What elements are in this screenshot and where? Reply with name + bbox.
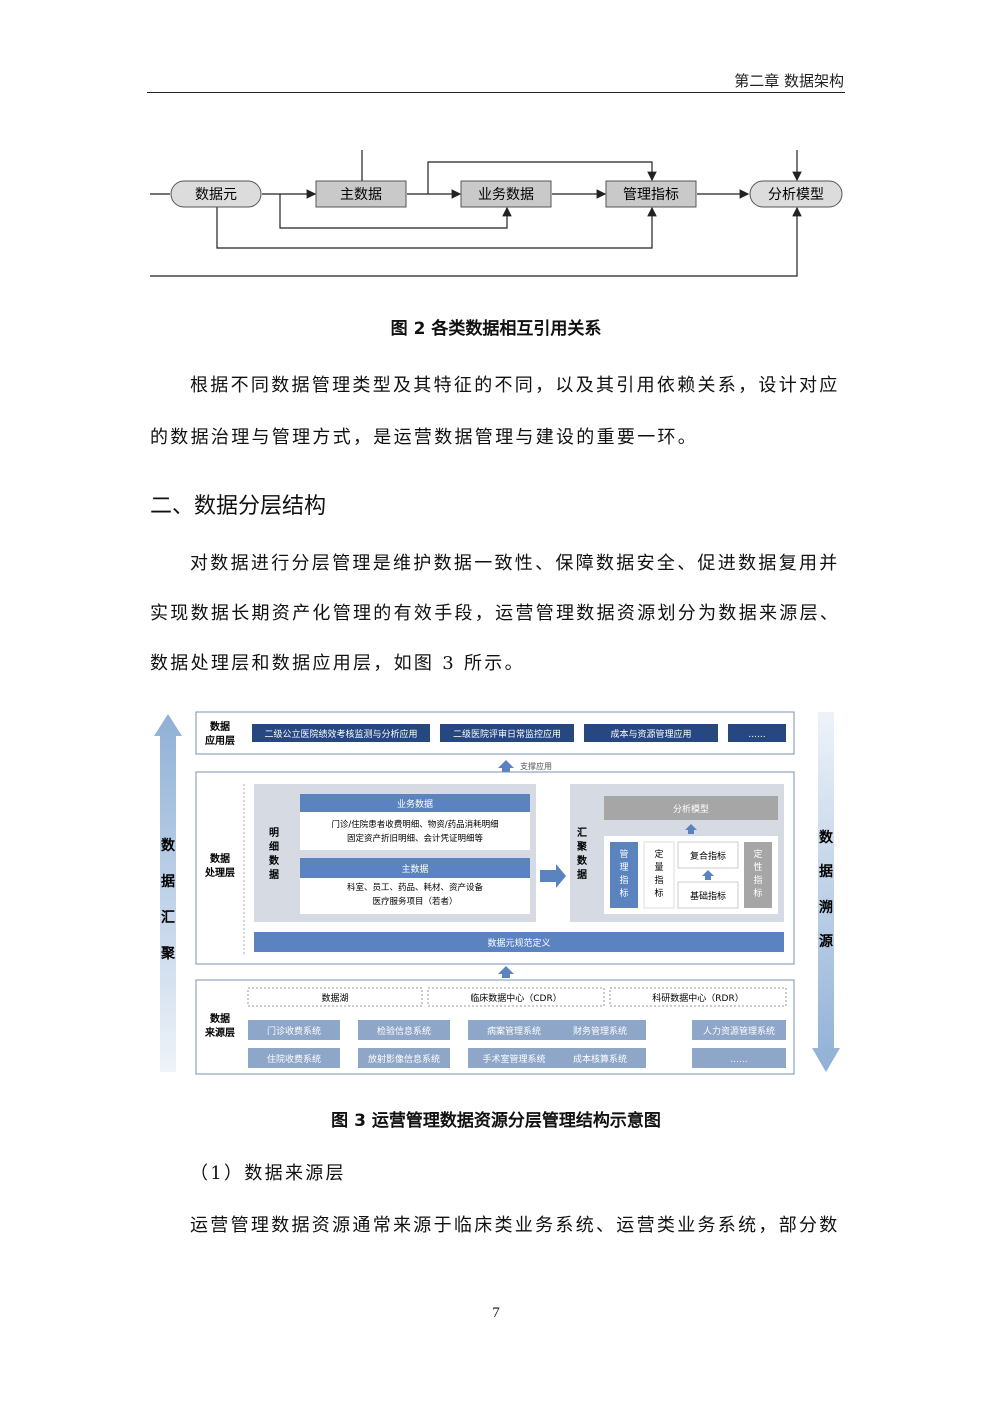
mgmt-2: 理 — [619, 862, 628, 873]
summary-label-2: 聚 — [576, 841, 588, 853]
subheading-source-layer: （1）数据来源层 — [190, 1163, 346, 1184]
business-data-title: 业务数据 — [397, 798, 433, 810]
figure-3: 数 据 汇 聚 数 据 溯 源 数据 应用层 二级公立医院绩效考核监测与分析应用… — [150, 708, 850, 1080]
header-rule — [147, 92, 845, 93]
source-2-5: ...... — [730, 1055, 747, 1065]
page-number: 7 — [492, 1305, 500, 1321]
left-arrow-char-2: 据 — [161, 873, 175, 890]
qual-1: 定 — [753, 848, 762, 860]
detail-label-4: 据 — [269, 868, 279, 881]
app-layer-label-1: 数据 — [210, 720, 230, 733]
mgmt-1: 管 — [619, 848, 628, 860]
right-arrow-char-3: 溯 — [819, 899, 833, 916]
qual-3: 指 — [753, 874, 762, 886]
left-arrow-char-1: 数 — [161, 837, 176, 854]
paragraph-2-line-2: 实现数据长期资产化管理的有效手段，运营管理数据资源划分为数据来源层、 — [150, 603, 841, 624]
detail-label-2: 细 — [269, 840, 279, 853]
right-arrow-char-4: 源 — [819, 933, 833, 950]
node-master-data: 主数据 — [340, 187, 382, 203]
source-2-4: 成本核算系统 — [573, 1053, 627, 1065]
node-management-indicator: 管理指标 — [623, 187, 679, 203]
node-metadata: 数据元 — [195, 187, 237, 203]
quant-3: 指 — [654, 874, 663, 886]
analysis-model-box: 分析模型 — [673, 803, 709, 815]
basic-indicator: 基础指标 — [690, 890, 726, 902]
right-arrow-char-2: 据 — [819, 863, 833, 880]
support-label: 支撑应用 — [520, 761, 552, 771]
source-1-3: 病案管理系统 — [487, 1025, 541, 1037]
left-arrow-char-3: 汇 — [161, 910, 175, 926]
detail-label-1: 明 — [269, 827, 279, 839]
running-header: 第二章 数据架构 — [734, 72, 844, 90]
metadata-spec-bar: 数据元规范定义 — [487, 937, 550, 949]
source-row-1 — [248, 1020, 786, 1040]
process-layer-label-2: 处理层 — [204, 866, 235, 879]
paragraph-2-line-3: 数据处理层和数据应用层，如图 3 所示。 — [150, 653, 525, 674]
hub-rdr: 科研数据中心（RDR） — [652, 992, 743, 1004]
paragraph-3-line-1: 运营管理数据资源通常来源于临床类业务系统、运营类业务系统，部分数 — [190, 1215, 840, 1236]
paragraph-2-line-1: 对数据进行分层管理是维护数据一致性、保障数据安全、促进数据复用并 — [190, 553, 840, 574]
source-2-2: 放射影像信息系统 — [368, 1053, 440, 1065]
right-arrow-char-1: 数 — [819, 829, 834, 846]
figure-2-caption: 图 2 各类数据相互引用关系 — [390, 319, 602, 339]
left-arrow-char-4: 聚 — [160, 946, 176, 962]
source-layer-label-1: 数据 — [210, 1012, 230, 1025]
quant-2: 量 — [654, 862, 663, 873]
source-2-3: 手术室管理系统 — [482, 1053, 545, 1065]
figure-3-caption: 图 3 运营管理数据资源分层管理结构示意图 — [331, 1111, 661, 1131]
mgmt-4: 标 — [619, 887, 628, 899]
source-row-2 — [248, 1048, 786, 1068]
source-1-1: 门诊收费系统 — [267, 1025, 321, 1037]
qual-2: 性 — [753, 861, 762, 873]
master-data-line-1: 科室、员工、药品、耗材、资产设备 — [347, 882, 484, 893]
node-business-data: 业务数据 — [478, 187, 534, 203]
app-item-2: 二级医院评审日常监控应用 — [453, 728, 561, 740]
master-data-line-2: 医疗服务项目（若者） — [372, 896, 457, 907]
app-item-3: 成本与资源管理应用 — [610, 728, 691, 740]
summary-label-3: 数 — [577, 854, 588, 867]
mgmt-3: 指 — [619, 874, 628, 886]
summary-label-4: 据 — [577, 868, 587, 881]
paragraph-1-line-1: 根据不同数据管理类型及其特征的不同，以及其引用依赖关系，设计对应 — [190, 375, 840, 396]
hub-data-lake: 数据湖 — [321, 992, 348, 1004]
composite-indicator: 复合指标 — [690, 850, 726, 862]
app-layer-label-2: 应用层 — [205, 734, 235, 747]
source-1-2: 检验信息系统 — [377, 1025, 431, 1037]
quant-4: 标 — [654, 887, 663, 899]
app-item-1: 二级公立医院绩效考核监测与分析应用 — [264, 728, 417, 740]
app-item-4: ...... — [748, 730, 765, 740]
source-layer-label-2: 来源层 — [204, 1026, 235, 1039]
quant-1: 定 — [654, 848, 663, 860]
process-layer-label-1: 数据 — [210, 852, 230, 865]
summary-label-1: 汇 — [577, 826, 587, 839]
source-1-5: 人力资源管理系统 — [703, 1025, 775, 1037]
detail-label-3: 数 — [269, 854, 280, 867]
business-data-line-1: 门诊/住院患者收费明细、物资/药品消耗明细 — [331, 819, 498, 830]
figure-2: 数据元 主数据 业务数据 管理指标 分析模型 — [150, 133, 850, 280]
qual-4: 标 — [753, 887, 762, 899]
hub-cdr: 临床数据中心（CDR） — [470, 992, 561, 1004]
section-heading: 二、数据分层结构 — [150, 494, 327, 519]
business-data-line-2: 固定资产折旧明细、会计凭证明细等 — [347, 833, 484, 844]
source-1-4: 财务管理系统 — [573, 1025, 627, 1037]
paragraph-1-line-2: 的数据治理与管理方式，是运营数据管理与建设的重要一环。 — [150, 427, 699, 448]
master-data-title: 主数据 — [401, 863, 428, 875]
node-analysis-model: 分析模型 — [768, 187, 824, 203]
source-2-1: 住院收费系统 — [267, 1053, 321, 1065]
